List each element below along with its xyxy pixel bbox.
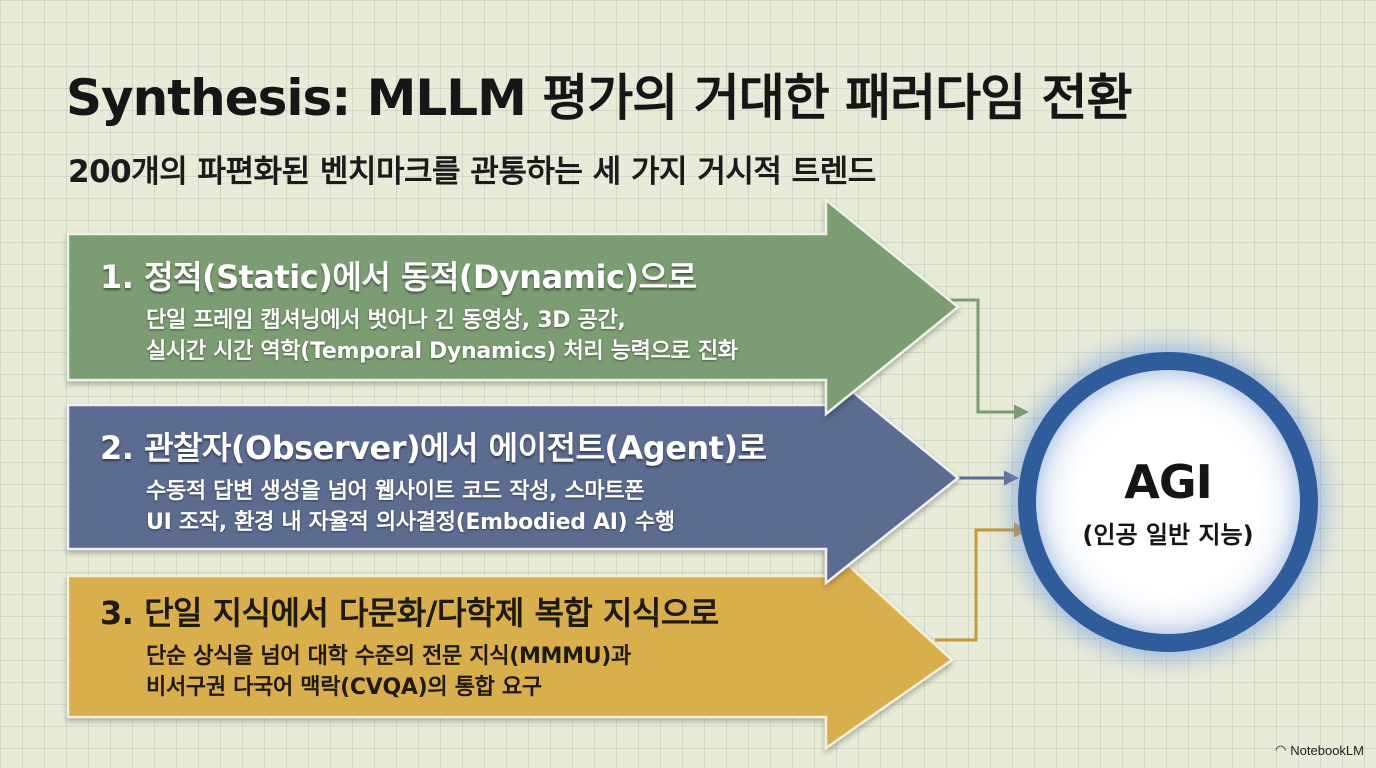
trend-2-heading: 2. 관찰자(Observer)에서 에이전트(Agent)로: [100, 429, 767, 467]
page-title: Synthesis: MLLM 평가의 거대한 패러다임 전환: [66, 69, 1133, 127]
trend-1-heading: 1. 정적(Static)에서 동적(Dynamic)으로: [100, 258, 697, 296]
notebooklm-logo-icon: ◠: [1274, 742, 1287, 757]
trend-1-description: 단일 프레임 캡셔닝에서 벗어나 긴 동영상, 3D 공간, 실시간 시간 역학…: [146, 306, 738, 368]
trend-1-line-2: 실시간 시간 역학(Temporal Dynamics) 처리 능력으로 진화: [146, 338, 738, 364]
page-subtitle: 200개의 파편화된 벤치마크를 관통하는 세 가지 거시적 트렌드: [68, 154, 876, 190]
trend-2-description: 수동적 답변 생성을 넘어 웹사이트 코드 작성, 스마트폰 UI 조작, 환경…: [146, 477, 767, 539]
trend-1: 1. 정적(Static)에서 동적(Dynamic)으로 단일 프레임 캡셔닝…: [100, 252, 738, 368]
trend-3-line-2: 비서구권 다국어 맥락(CVQA)의 통합 요구: [146, 674, 542, 700]
trend-2: 2. 관찰자(Observer)에서 에이전트(Agent)로 수동적 답변 생…: [100, 423, 767, 539]
notebooklm-watermark: ◠ NotebookLM: [1275, 742, 1364, 758]
trend-3-line-1: 단순 상식을 넘어 대학 수준의 전문 지식(MMMU)과: [146, 644, 631, 669]
agi-subtitle: (인공 일반 지능): [1082, 520, 1254, 549]
trend-1-line-1: 단일 프레임 캡셔닝에서 벗어나 긴 동영상, 3D 공간,: [146, 308, 626, 333]
trend-2-line-1: 수동적 답변 생성을 넘어 웹사이트 코드 작성, 스마트폰: [146, 479, 645, 504]
connector-1: [950, 298, 1029, 420]
trend-3: 3. 단일 지식에서 다문화/다학제 복합 지식으로 단순 상식을 넘어 대학 …: [100, 588, 719, 704]
trend-3-heading: 3. 단일 지식에서 다문화/다학제 복합 지식으로: [100, 594, 719, 632]
agi-circle: AGI (인공 일반 지능): [1018, 352, 1318, 652]
trend-2-line-2: UI 조작, 환경 내 자율적 의사결정(Embodied AI) 수행: [146, 509, 675, 535]
agi-title: AGI: [1124, 454, 1212, 509]
trend-arrow-1: [66, 197, 960, 417]
connector-3: [935, 522, 1029, 642]
watermark-label: NotebookLM: [1290, 742, 1364, 758]
trend-3-description: 단순 상식을 넘어 대학 수준의 전문 지식(MMMU)과 비서구권 다국어 맥…: [146, 642, 719, 704]
